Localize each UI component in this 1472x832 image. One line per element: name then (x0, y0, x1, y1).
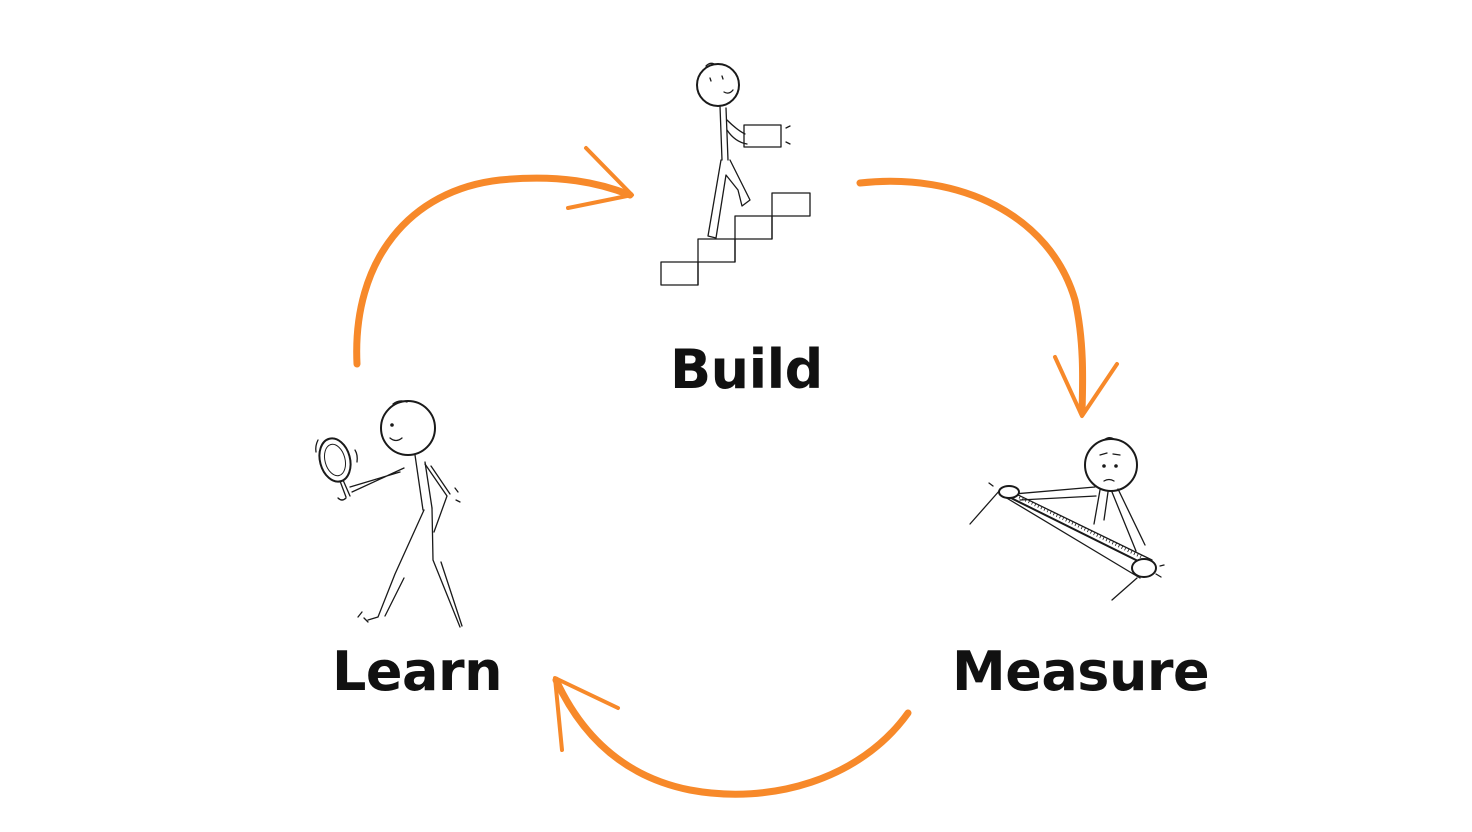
tape-tick (1062, 516, 1065, 521)
stairs-icon (660, 192, 811, 286)
tape-tick (1090, 530, 1093, 534)
cycle-arrows (353, 146, 1119, 798)
tape-tick (1117, 544, 1121, 548)
tape-tick (1111, 541, 1114, 545)
tape-tick (1052, 512, 1056, 516)
tape-tick (1108, 539, 1111, 543)
tape-tick (1065, 518, 1068, 522)
tape-tick (1093, 531, 1096, 536)
build-stick-figure-illustration (660, 62, 811, 286)
tape-tick (1130, 550, 1133, 554)
magnifying-glass-icon (315, 437, 358, 501)
tape-tick (1074, 522, 1077, 527)
stage-label-learn: Learn (332, 640, 503, 703)
tape-tick (1096, 533, 1099, 537)
tape-tick (1136, 553, 1139, 557)
tape-tick (1077, 524, 1080, 528)
tape-tick (1055, 513, 1059, 518)
tape-tick (1028, 499, 1031, 504)
measure-stick-figure-illustration (969, 437, 1165, 601)
tape-tick (1139, 554, 1142, 559)
tape-tick (1133, 551, 1136, 556)
tape-tick (1105, 538, 1108, 542)
tape-tick (1034, 502, 1037, 507)
tape-tick (1124, 547, 1127, 551)
learn-stick-figure-illustration (315, 400, 463, 628)
tape-tick (1127, 548, 1130, 553)
arrow-measure-to-learn (552, 676, 912, 798)
tape-tick (1049, 510, 1052, 514)
tape-tick (1021, 496, 1025, 501)
tape-tick (1080, 525, 1083, 530)
stage-label-measure: Measure (952, 640, 1210, 703)
tape-tick (1071, 521, 1074, 525)
tape-tick (1099, 534, 1102, 539)
tape-tick (1068, 519, 1071, 524)
arrow-build-to-measure (856, 177, 1119, 418)
measuring-tape-icon (1015, 493, 1142, 559)
tape-tick (1037, 504, 1040, 508)
tape-tick (1024, 498, 1028, 502)
arrow-learn-to-build (353, 146, 634, 368)
tape-tick (1086, 528, 1090, 533)
tape-tick (1040, 506, 1043, 510)
tape-tick (1059, 515, 1062, 519)
tape-tick (1114, 542, 1118, 546)
stage-label-build: Build (670, 338, 823, 401)
tape-tick (1083, 527, 1087, 531)
tape-tick (1018, 495, 1021, 499)
tape-tick (1046, 509, 1049, 513)
tape-tick (1043, 507, 1046, 511)
tape-tick (1102, 536, 1105, 540)
tape-tick (1031, 501, 1034, 505)
tape-tick (1121, 545, 1124, 550)
